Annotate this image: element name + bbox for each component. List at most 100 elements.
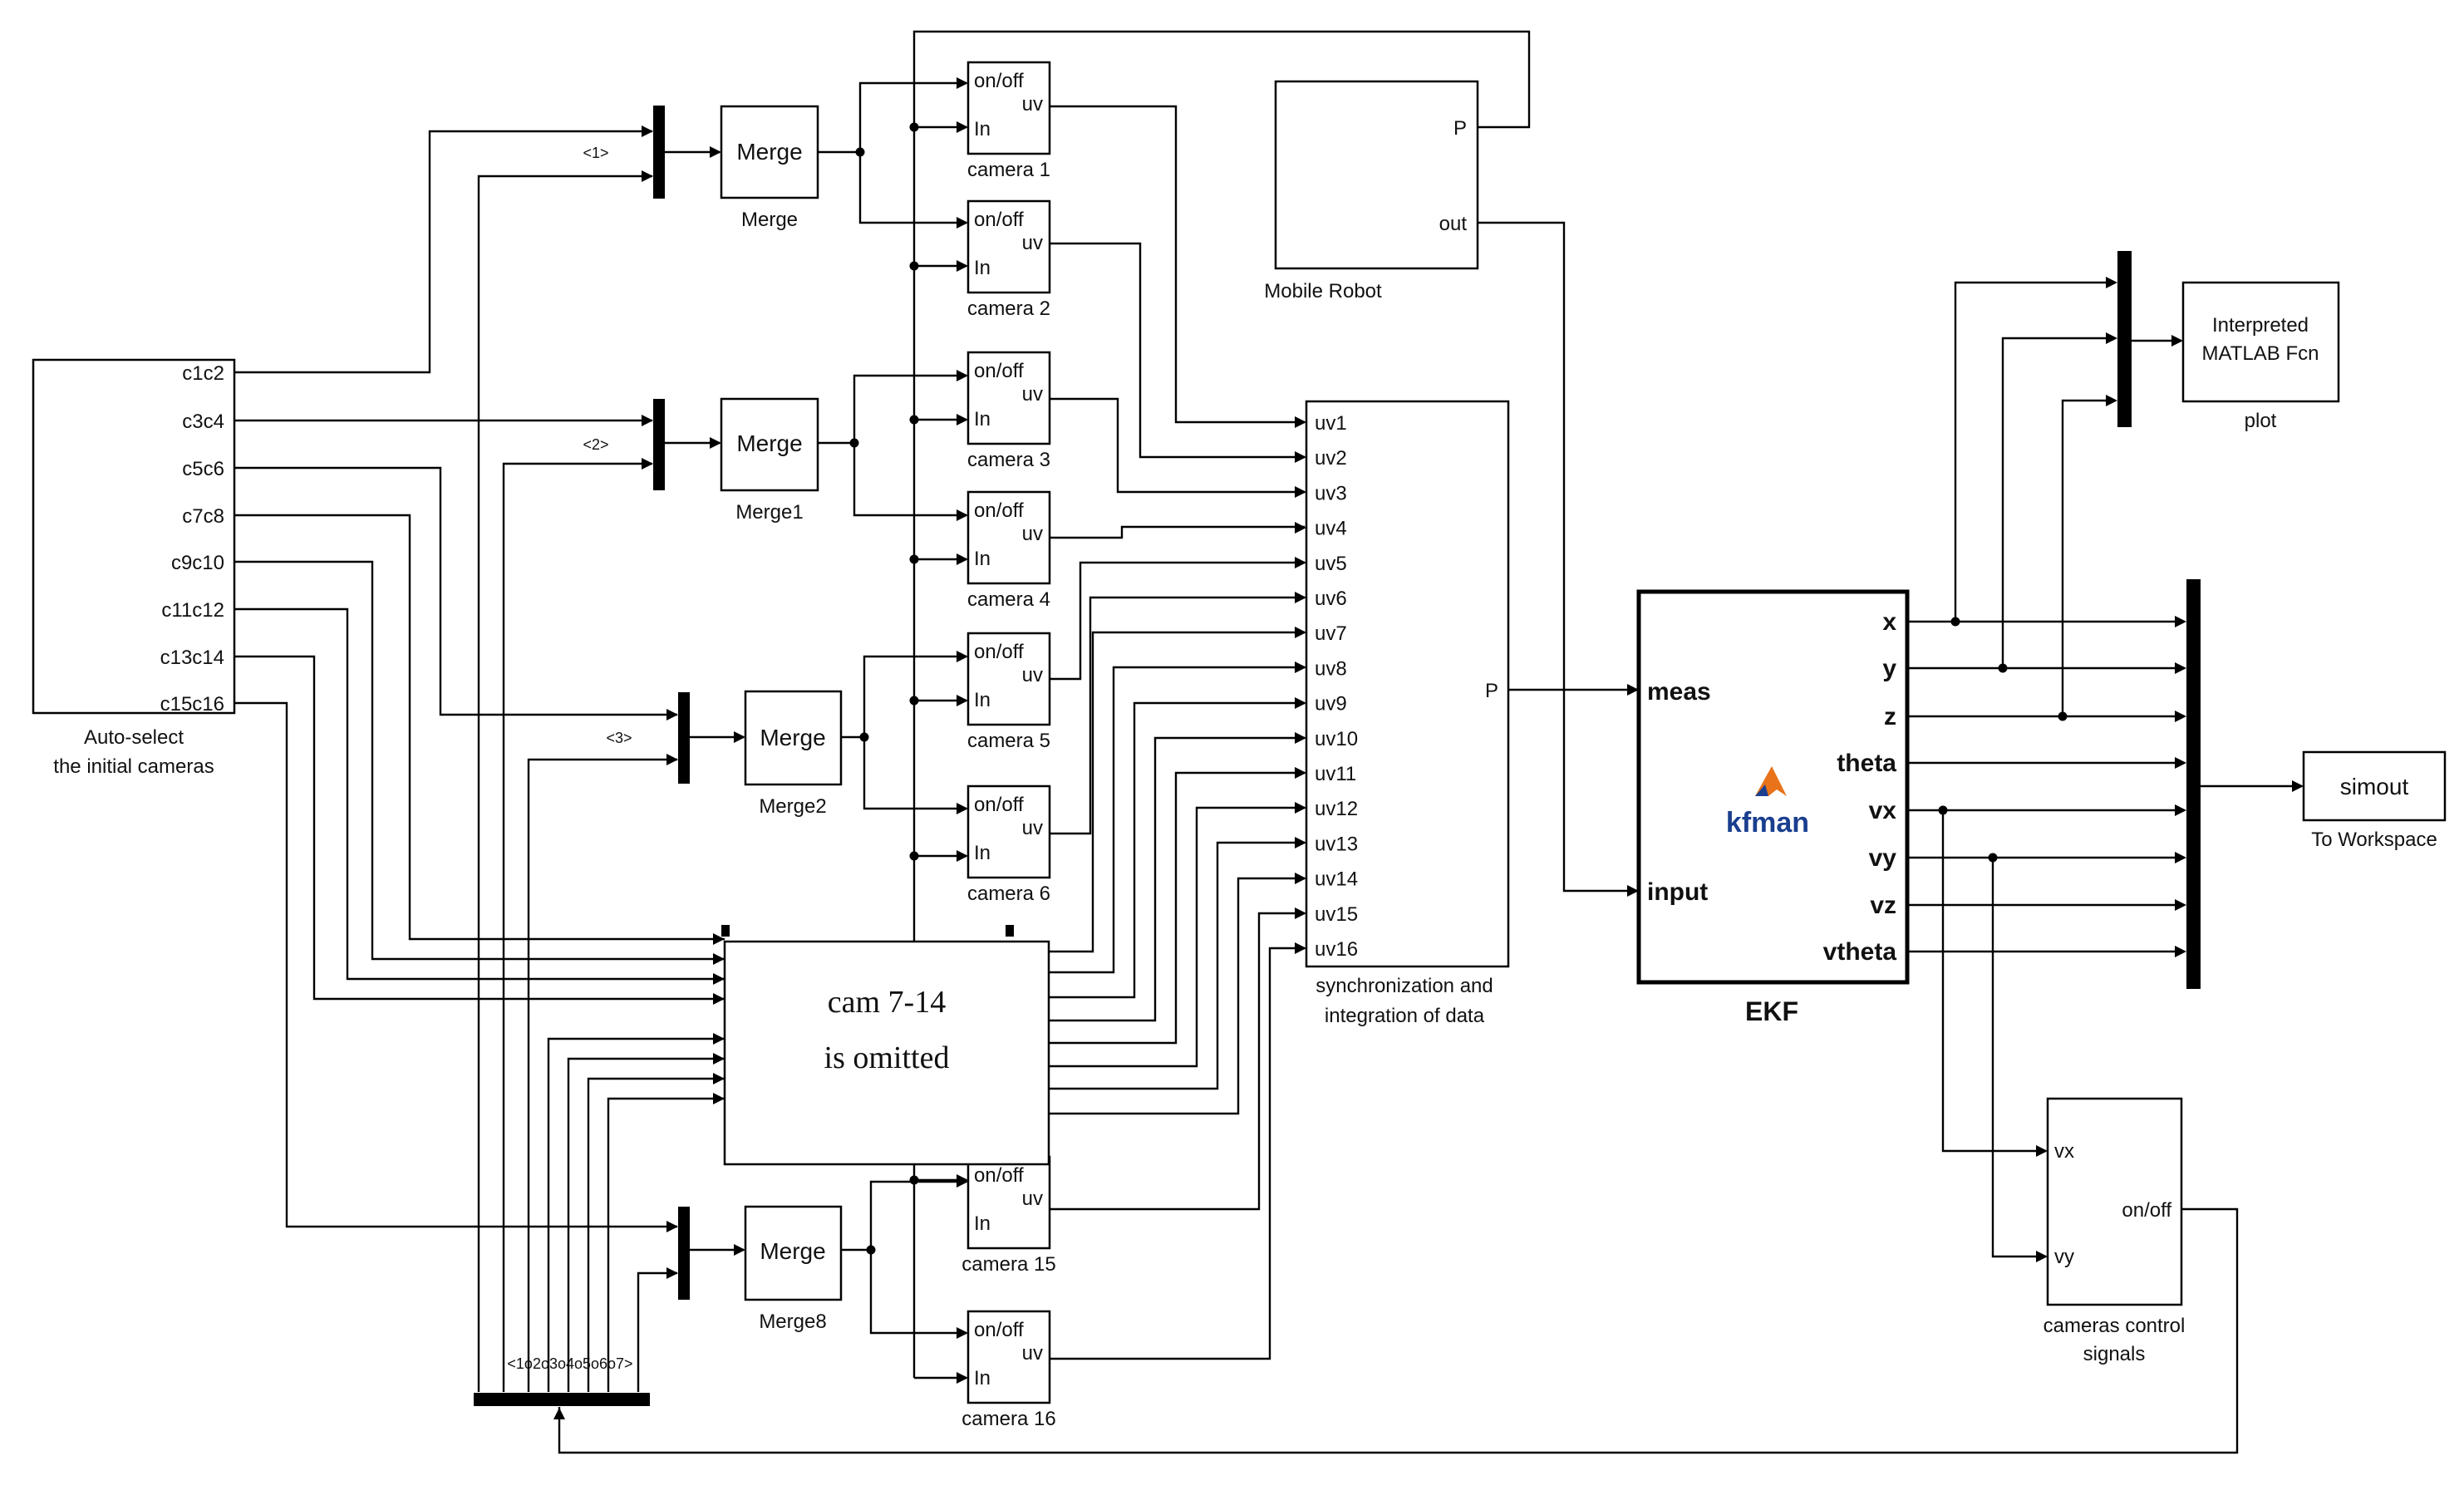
mux-8 (678, 1207, 690, 1300)
camera-label-0: camera 1 (967, 159, 1050, 181)
plot-block[interactable]: Interpreted MATLAB Fcn (2181, 281, 2340, 403)
mux-workspace (2186, 579, 2201, 989)
omitted-stub-left (721, 925, 730, 937)
sync-port-1: uv1 (1315, 412, 1347, 435)
camera-label-1: camera 2 (967, 298, 1050, 320)
workspace-block[interactable]: simout (2302, 750, 2447, 822)
camera-port-uv: uv (1022, 1342, 1043, 1365)
control-port-onoff: on/off (2122, 1199, 2171, 1222)
camera-label-4: camera 5 (967, 730, 1050, 752)
ekf-port-vz: vz (1870, 892, 1896, 919)
selector-2: <2> (583, 436, 608, 453)
sync-port-3: uv3 (1315, 482, 1347, 504)
autoselect-out-7: c13c14 (160, 647, 224, 669)
autoselect-out-1: c1c2 (182, 362, 224, 385)
autoselect-out-2: c3c4 (182, 411, 224, 433)
camera-label-2: camera 3 (967, 449, 1050, 471)
ekf-port-z: z (1884, 703, 1896, 730)
plot-text-1: Interpreted (2212, 314, 2309, 337)
sync-block[interactable]: uv1uv2uv3uv4uv5uv6uv7uv8uv9uv10uv11uv12u… (1305, 400, 1510, 968)
workspace-label: To Workspace (2311, 829, 2437, 851)
sync-port-2: uv2 (1315, 447, 1347, 470)
ekf-port-theta: theta (1837, 750, 1896, 777)
ekf-port-vx: vx (1869, 797, 1897, 824)
mux-2 (653, 399, 665, 490)
autoselect-block[interactable]: c1c2 c3c4 c5c6 c7c8 c9c10 c11c12 c13c14 … (32, 358, 236, 716)
mux-plot (2117, 251, 2132, 427)
control-label-2: signals (2083, 1343, 2146, 1365)
sync-port-15: uv15 (1315, 903, 1358, 926)
camera-port-in: In (974, 408, 991, 430)
merge-block-1[interactable]: Merge (720, 397, 819, 492)
camera-port-in: In (974, 257, 991, 279)
omitted-text-1: cam 7-14 (828, 985, 946, 1020)
camera-port-uv: uv (1022, 664, 1043, 686)
selector-bottom: <1o2o3o4o5o6o7> (507, 1355, 632, 1372)
ekf-center-text: kfman (1726, 807, 1809, 839)
autoselect-out-3: c5c6 (182, 458, 224, 480)
omitted-stub-right (1006, 925, 1014, 937)
merge-block-2[interactable]: Merge (744, 690, 843, 786)
camera-port-uv: uv (1022, 817, 1043, 839)
sync-port-4: uv4 (1315, 518, 1347, 540)
camera-port-onoff: on/off (974, 1164, 1024, 1187)
omitted-text-2: is omitted (824, 1040, 950, 1075)
camera-port-uv: uv (1022, 93, 1043, 116)
camera-port-in: In (974, 1212, 991, 1235)
robot-port-p: P (1453, 117, 1467, 140)
plot-text-2: MATLAB Fcn (2202, 342, 2319, 365)
plot-label: plot (2245, 410, 2277, 432)
camera-port-in: In (974, 842, 991, 864)
sync-port-10: uv10 (1315, 728, 1358, 750)
merge-block-0[interactable]: Merge (720, 105, 819, 199)
ekf-port-vy: vy (1869, 844, 1897, 872)
matlab-logo-icon (1755, 766, 1787, 796)
camera-port-in: In (974, 118, 991, 140)
camera-port-onoff: on/off (974, 794, 1024, 816)
ekf-port-x: x (1882, 608, 1896, 636)
control-block[interactable]: vx vy on/off (2046, 1097, 2183, 1306)
merge-label-0: Merge (741, 209, 798, 231)
merge-block-3[interactable]: Merge (744, 1205, 843, 1301)
sync-label-1: synchronization and (1316, 975, 1493, 997)
autoselect-out-4: c7c8 (182, 505, 224, 528)
autoselect-label-1: Auto-select (84, 726, 184, 749)
demux-bottom (474, 1393, 650, 1406)
sync-input-ports: uv1uv2uv3uv4uv5uv6uv7uv8uv9uv10uv11uv12u… (1315, 412, 1358, 961)
autoselect-out-8: c15c16 (160, 693, 224, 716)
sync-port-6: uv6 (1315, 588, 1347, 610)
camera-port-uv: uv (1022, 1188, 1043, 1210)
autoselect-out-5: c9c10 (171, 552, 224, 574)
mobile-robot-block[interactable]: P out (1274, 80, 1479, 270)
ekf-port-meas: meas (1647, 678, 1711, 706)
omitted-block: cam 7-14 is omitted (723, 940, 1050, 1166)
merge-text-0: Merge (736, 139, 802, 165)
camera-port-in: In (974, 689, 991, 711)
camera-label-3: camera 4 (967, 588, 1050, 611)
camera-port-in: In (974, 548, 991, 570)
merge-text-1: Merge (736, 430, 802, 456)
ekf-port-input: input (1647, 878, 1708, 906)
sync-port-11: uv11 (1315, 763, 1356, 785)
camera-port-in: In (974, 1367, 991, 1389)
mux-1 (653, 106, 665, 199)
workspace-text: simout (2340, 774, 2409, 799)
merge-text-2: Merge (760, 725, 825, 750)
camera-port-onoff: on/off (974, 360, 1024, 382)
signal-wires (234, 30, 2302, 1454)
camera-port-uv: uv (1022, 523, 1043, 545)
sync-port-p: P (1485, 680, 1498, 702)
selector-3: <3> (606, 730, 632, 746)
